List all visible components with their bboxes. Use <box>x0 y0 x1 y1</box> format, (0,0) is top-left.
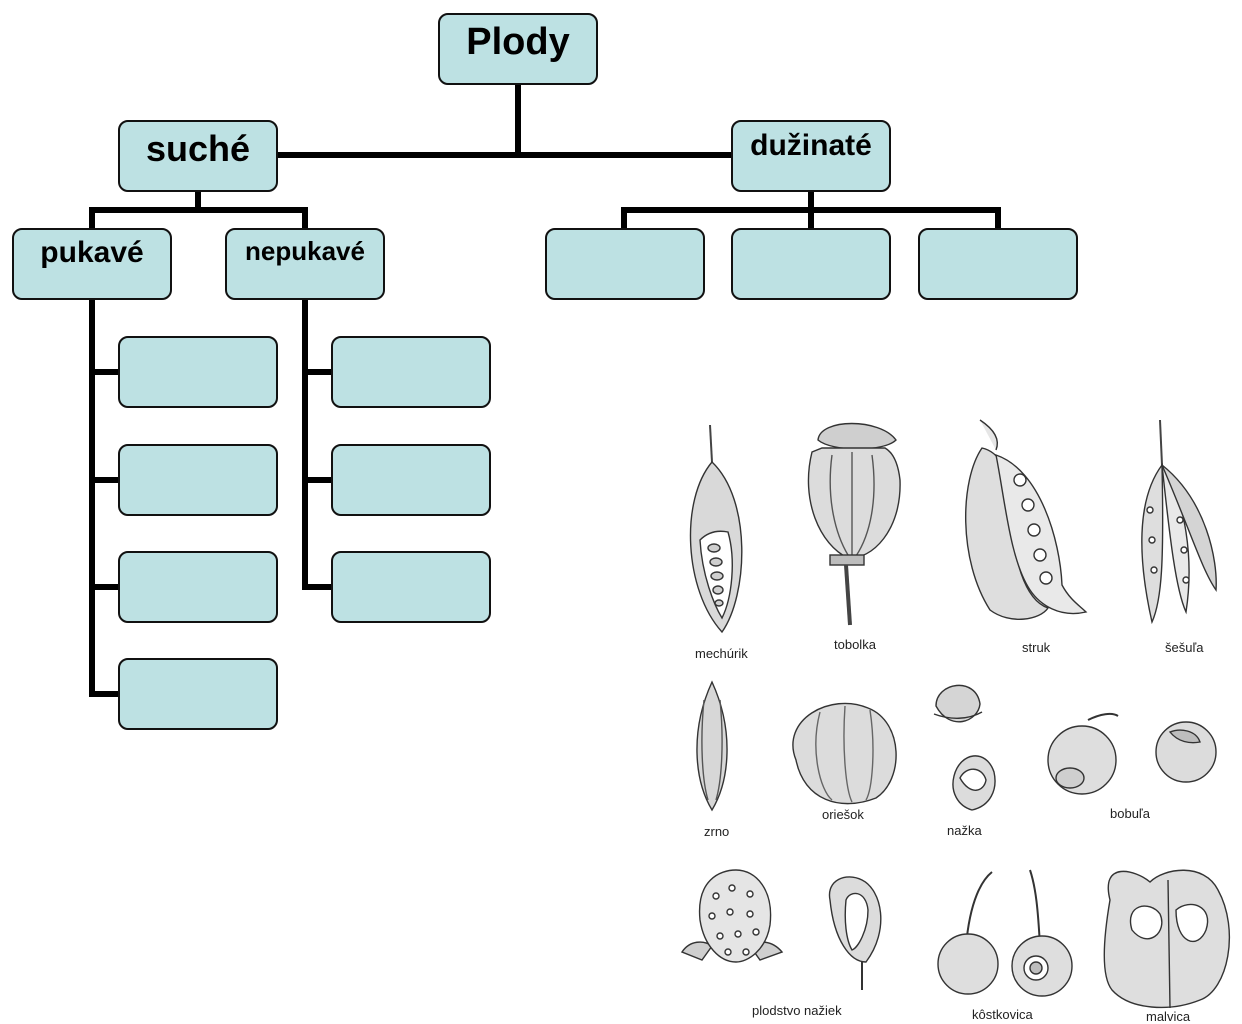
empty-box-dehiscent-1 <box>118 336 278 408</box>
empty-box-indehiscent-2 <box>331 444 491 516</box>
empty-box-dehiscent-2 <box>118 444 278 516</box>
node-dry-suche: suché <box>118 120 278 192</box>
aggregate-achene-illustration <box>680 869 882 990</box>
empty-box-dehiscent-4 <box>118 658 278 730</box>
label-silique: šešuľa <box>1165 640 1204 655</box>
node-root-label: Plody <box>466 21 570 63</box>
follicle-illustration <box>689 424 743 634</box>
empty-box-fleshy-1 <box>545 228 705 300</box>
empty-box-dehiscent-3 <box>118 551 278 623</box>
label-legume: struk <box>1022 640 1051 655</box>
label-follicle: mechúrik <box>695 646 748 661</box>
empty-box-indehiscent-3 <box>331 551 491 623</box>
label-nut: oriešok <box>822 807 864 822</box>
node-dehiscent-label: pukavé <box>40 236 144 269</box>
label-drupe: kôstkovica <box>972 1007 1033 1022</box>
silique-illustration <box>1141 419 1217 625</box>
capsule-illustration <box>807 422 901 626</box>
label-berry: bobuľa <box>1110 806 1150 821</box>
label-achene: nažka <box>947 823 982 838</box>
empty-box-fleshy-2 <box>731 228 891 300</box>
empty-box-fleshy-3 <box>918 228 1078 300</box>
legume-illustration <box>965 419 1088 620</box>
label-pome: malvica <box>1146 1009 1191 1024</box>
grain-illustration <box>696 680 728 812</box>
node-fleshy-label: dužinaté <box>750 129 872 162</box>
node-fleshy-duzinate: dužinaté <box>731 120 891 192</box>
nut-illustration <box>792 702 897 805</box>
node-dehiscent-pukave: pukavé <box>12 228 172 300</box>
node-dry-label: suché <box>145 128 251 169</box>
label-capsule: tobolka <box>834 637 876 652</box>
drupe-illustration <box>937 869 1073 997</box>
label-grain: zrno <box>704 824 730 839</box>
node-indehiscent-nepukave: nepukavé <box>225 228 385 300</box>
pome-illustration <box>1103 869 1231 1009</box>
label-aggregate-achene: plodstvo nažiek <box>752 1003 842 1018</box>
node-root-plody: Plody <box>438 13 598 85</box>
berry-illustration <box>1047 712 1217 795</box>
empty-box-indehiscent-1 <box>331 336 491 408</box>
node-indehiscent-label: nepukavé <box>245 236 365 266</box>
achene-illustration <box>933 684 996 811</box>
